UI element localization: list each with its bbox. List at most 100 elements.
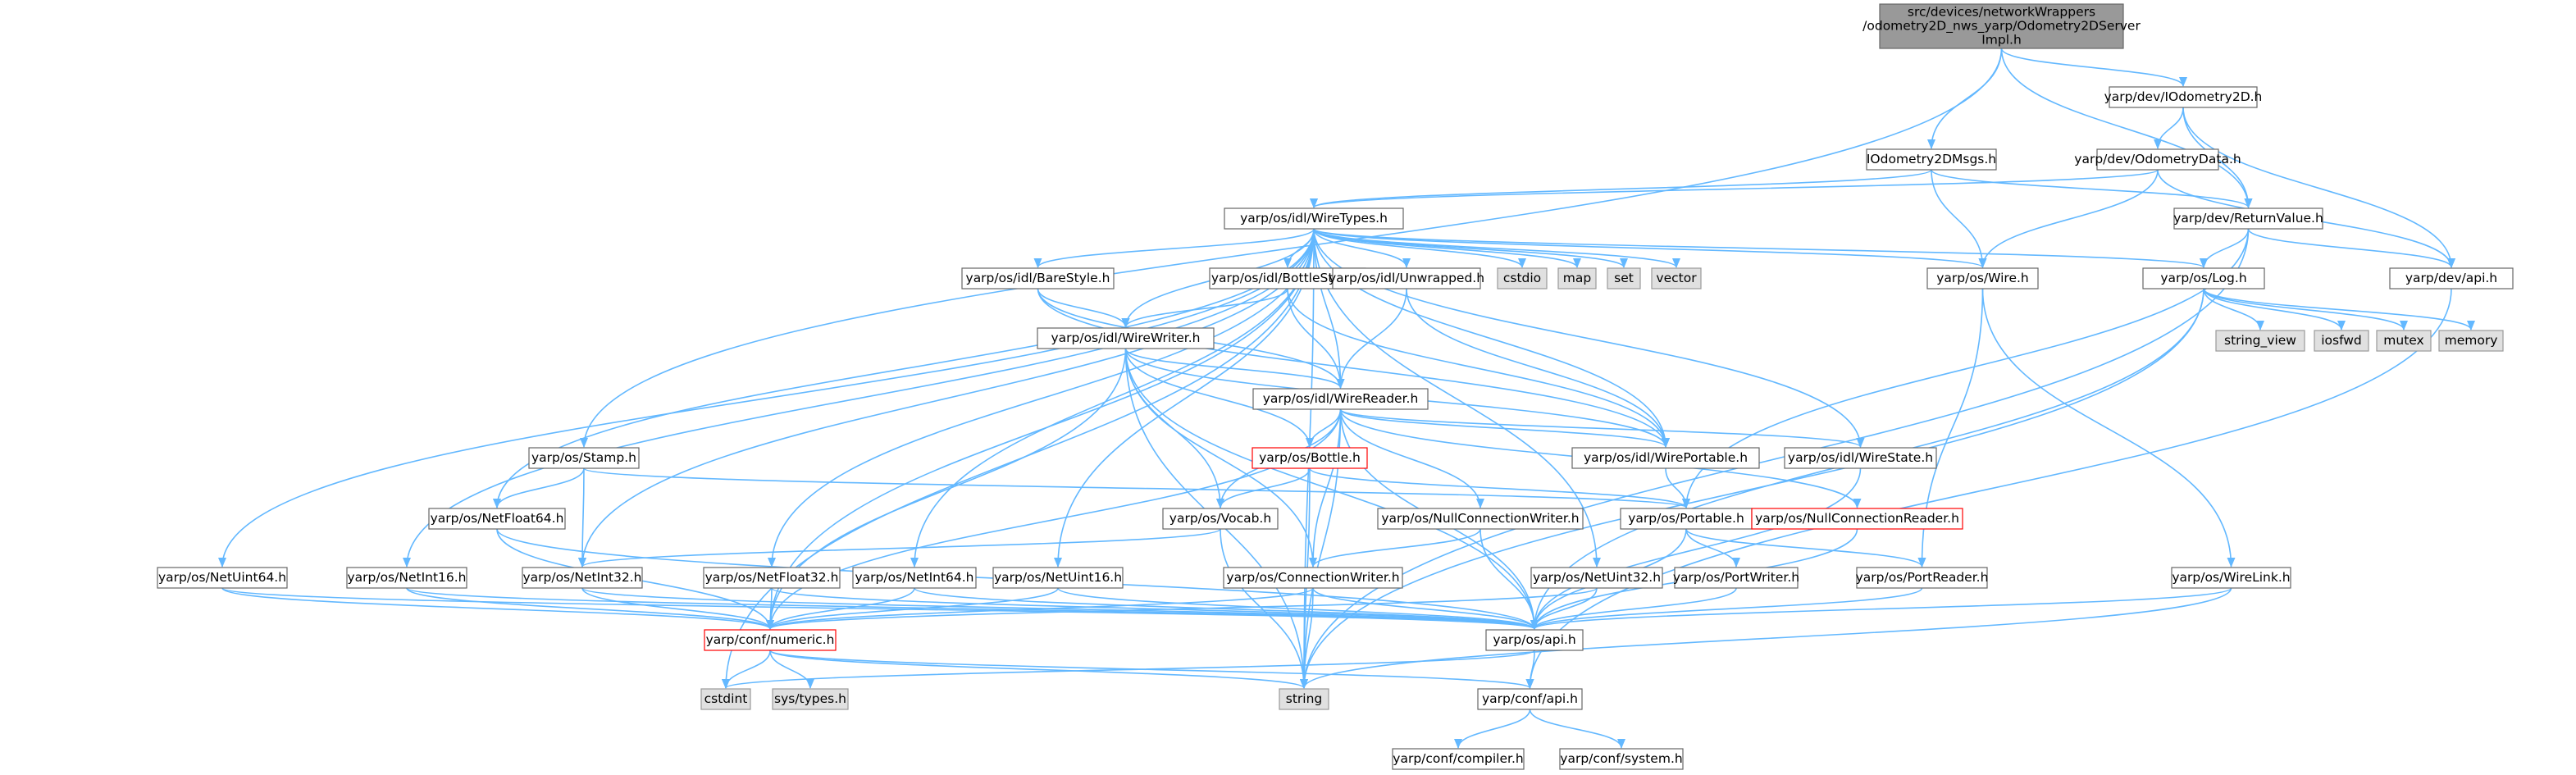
node-box xyxy=(1879,3,2124,49)
edge-port-writer-to-osapi xyxy=(1530,587,1737,630)
node-box xyxy=(1252,388,1429,410)
node-root[interactable]: src/devices/networkWrappers/odometry2D_n… xyxy=(1862,3,2141,49)
dependency-edges xyxy=(218,48,2475,749)
node-box xyxy=(2171,567,2291,589)
node-box xyxy=(428,508,566,530)
node-label: yarp/os/NetFloat32.h xyxy=(705,570,839,585)
node-null-connection-reader[interactable]: yarp/os/NullConnectionReader.h xyxy=(1751,508,1963,530)
node-box xyxy=(1279,688,1329,710)
node-net-uint32[interactable]: yarp/os/NetUint32.h xyxy=(1530,567,1663,589)
node-vocab[interactable]: yarp/os/Vocab.h xyxy=(1162,508,1279,530)
edge-iodometry2-dmsgs-to-wire-types xyxy=(1310,169,1932,208)
node-devapi[interactable]: yarp/dev/api.h xyxy=(2389,267,2514,289)
node-confapi[interactable]: yarp/conf/api.h xyxy=(1477,688,1583,710)
node-bare-style[interactable]: yarp/os/idl/BareStyle.h xyxy=(961,267,1115,289)
node-portable[interactable]: yarp/os/Portable.h xyxy=(1620,508,1753,530)
edge-wire-types-to-map xyxy=(1313,228,1581,268)
node-stamp[interactable]: yarp/os/Stamp.h xyxy=(528,447,640,469)
node-label: map xyxy=(1563,271,1591,285)
node-label: yarp/conf/numeric.h xyxy=(706,632,835,647)
node-log[interactable]: yarp/os/Log.h xyxy=(2142,267,2265,289)
node-label: yarp/dev/api.h xyxy=(2405,271,2497,285)
edge-net-uint32-to-numeric xyxy=(766,587,1598,630)
node-wire[interactable]: yarp/os/Wire.h xyxy=(1926,267,2039,289)
node-wire-types[interactable]: yarp/os/idl/WireTypes.h xyxy=(1224,207,1404,230)
node-label: yarp/os/idl/BareStyle.h xyxy=(966,271,1110,285)
node-box xyxy=(1223,567,1403,589)
node-wire-portable[interactable]: yarp/os/idl/WirePortable.h xyxy=(1571,447,1760,469)
node-label: yarp/os/NetInt16.h xyxy=(347,570,466,585)
node-wire-state[interactable]: yarp/os/idl/WireState.h xyxy=(1784,447,1937,469)
edge-wire-link-to-string xyxy=(1300,587,2232,689)
node-cstdio: cstdio xyxy=(1497,267,1548,289)
edge-wire-types-to-log xyxy=(1313,228,2208,268)
edge-vocab-to-string xyxy=(1220,528,1308,689)
edge-osapi-to-cstdint xyxy=(722,650,1535,689)
node-label: yarp/os/NetUint32.h xyxy=(1533,570,1661,585)
edge-net-int32-to-numeric xyxy=(581,587,774,630)
node-box xyxy=(1674,567,1799,589)
edge-null-connection-writer-to-osapi xyxy=(1479,528,1539,630)
node-box xyxy=(1252,447,1368,469)
node-label: cstdint xyxy=(704,691,748,706)
node-box xyxy=(1559,748,1684,770)
node-box xyxy=(1477,688,1583,710)
edge-portable-to-port-writer xyxy=(1685,528,1740,568)
node-wire-writer[interactable]: yarp/os/idl/WireWriter.h xyxy=(1037,327,1215,349)
node-odometry-data[interactable]: yarp/dev/OdometryData.h xyxy=(2074,148,2241,171)
node-box xyxy=(1485,629,1584,651)
node-net-float32[interactable]: yarp/os/NetFloat32.h xyxy=(703,567,841,589)
node-connection-writer[interactable]: yarp/os/ConnectionWriter.h xyxy=(1223,567,1403,589)
node-box xyxy=(2173,207,2323,230)
node-port-reader[interactable]: yarp/os/PortReader.h xyxy=(1856,567,1989,589)
node-net-uint16[interactable]: yarp/os/NetUint16.h xyxy=(992,567,1124,589)
edge-wire-types-to-wire-state xyxy=(1313,228,1865,448)
node-compiler[interactable]: yarp/conf/compiler.h xyxy=(1392,748,1525,770)
node-system[interactable]: yarp/conf/system.h xyxy=(1559,748,1684,770)
edge-stamp-to-net-int32 xyxy=(578,467,587,568)
node-wire-reader[interactable]: yarp/os/idl/WireReader.h xyxy=(1252,388,1429,410)
node-box xyxy=(1332,267,1481,289)
edge-net-uint16-to-osapi xyxy=(1057,587,1539,630)
node-label: yarp/os/Portable.h xyxy=(1628,511,1744,526)
node-net-int16[interactable]: yarp/os/NetInt16.h xyxy=(346,567,467,589)
node-net-uint64[interactable]: yarp/os/NetUint64.h xyxy=(157,567,288,589)
node-box xyxy=(1866,148,1997,171)
node-net-int32[interactable]: yarp/os/NetInt32.h xyxy=(522,567,643,589)
node-label: yarp/os/PortWriter.h xyxy=(1673,570,1799,585)
edge-wire-reader-to-wire-state xyxy=(1339,408,1865,448)
edge-numeric-to-string xyxy=(769,650,1308,689)
edge-wire-types-to-bare-style xyxy=(1033,228,1315,268)
node-iodometry2-d[interactable]: yarp/dev/IOdometry2D.h xyxy=(2104,86,2263,108)
node-numeric[interactable]: yarp/conf/numeric.h xyxy=(704,629,837,651)
edge-confapi-to-compiler xyxy=(1454,709,1531,749)
node-label: yarp/os/idl/Unwrapped.h xyxy=(1329,271,1484,285)
edge-wire-types-to-net-int16 xyxy=(403,228,1315,568)
edge-wire-writer-to-bottle xyxy=(1124,348,1314,448)
node-wire-link[interactable]: yarp/os/WireLink.h xyxy=(2171,567,2291,589)
edge-root-to-iodometry2-dmsgs xyxy=(1927,48,2003,149)
node-box xyxy=(2389,267,2514,289)
node-box xyxy=(1530,567,1663,589)
node-box xyxy=(1571,447,1760,469)
node-return-value[interactable]: yarp/dev/ReturnValue.h xyxy=(2173,207,2323,230)
node-label: yarp/os/Bottle.h xyxy=(1259,450,1361,465)
node-unwrapped[interactable]: yarp/os/idl/Unwrapped.h xyxy=(1329,267,1484,289)
node-box xyxy=(2438,330,2504,352)
edge-iodometry2-d-to-devapi xyxy=(2182,107,2455,268)
node-map: map xyxy=(1557,267,1597,289)
node-net-int64[interactable]: yarp/os/NetInt64.h xyxy=(852,567,977,589)
node-iodometry2-dmsgs[interactable]: IOdometry2DMsgs.h xyxy=(1866,148,1997,171)
node-null-connection-writer[interactable]: yarp/os/NullConnectionWriter.h xyxy=(1377,508,1584,530)
node-port-writer[interactable]: yarp/os/PortWriter.h xyxy=(1673,567,1799,589)
node-bottle[interactable]: yarp/os/Bottle.h xyxy=(1252,447,1368,469)
node-osapi[interactable]: yarp/os/api.h xyxy=(1485,629,1584,651)
node-label: string xyxy=(1286,691,1323,706)
node-label: set xyxy=(1614,271,1634,285)
edge-wire-types-to-cstdio xyxy=(1313,228,1526,268)
node-box xyxy=(528,447,640,469)
edge-wire-types-to-net-uint32 xyxy=(1313,228,1601,568)
edge-wire-types-to-net-uint16 xyxy=(1054,228,1315,568)
edge-log-to-string-view xyxy=(2203,288,2264,331)
node-net-float64[interactable]: yarp/os/NetFloat64.h xyxy=(428,508,566,530)
